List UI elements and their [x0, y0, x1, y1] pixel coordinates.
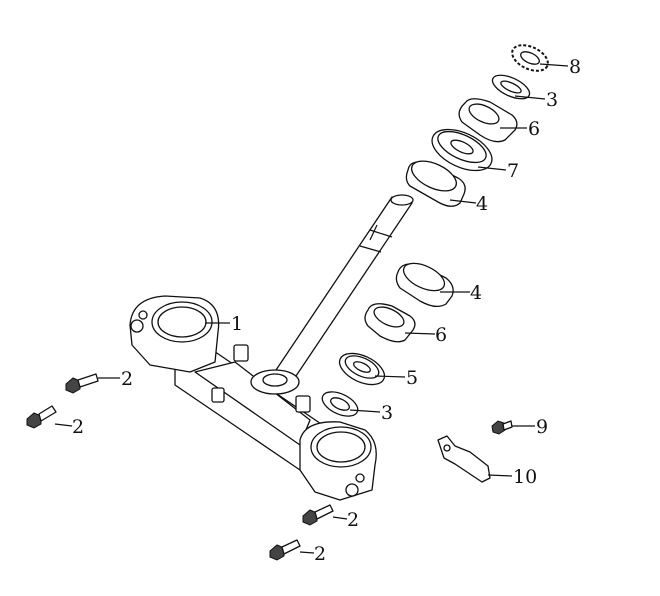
leader-lines: [54, 63, 569, 554]
callout-6-lower: 6: [435, 324, 447, 346]
callout-4-upper: 4: [476, 193, 488, 215]
callout-9: 9: [536, 416, 548, 438]
ring-nut: [511, 44, 549, 72]
callout-5: 5: [406, 367, 418, 389]
callout-7: 7: [507, 160, 519, 182]
bearing-upper: [431, 128, 493, 172]
callout-1: 1: [231, 313, 243, 335]
bolt-lower-left: [26, 405, 57, 429]
bolt-lower-middle: [302, 504, 334, 526]
callout-2-lower-middle: 2: [347, 509, 359, 531]
callout-2-upper-left: 2: [121, 368, 133, 390]
dust-seal-upper: [458, 98, 518, 143]
callout-4-lower: 4: [470, 282, 482, 304]
triple-clamp-lower: [129, 295, 377, 501]
callout-2-bottom: 2: [314, 543, 326, 565]
bolt-bottom: [269, 539, 301, 561]
callout-3-upper: 3: [546, 89, 558, 111]
small-screw: [491, 420, 513, 435]
washer-lower: [321, 391, 359, 417]
steering-stem: [271, 194, 414, 383]
race-lower: [395, 262, 454, 308]
cable-bracket: [437, 435, 491, 483]
washer-upper: [491, 74, 531, 100]
race-upper: [405, 160, 466, 207]
callout-3-lower: 3: [381, 402, 393, 424]
callout-10: 10: [513, 466, 537, 488]
callout-8: 8: [569, 56, 581, 78]
callout-labels: 1 2 2 2 2 3 3 4 4 5 6 6 7 8 9 10: [72, 56, 581, 565]
callout-6-upper: 6: [528, 118, 540, 140]
callout-2-lower-left: 2: [72, 416, 84, 438]
bearing-lower: [338, 352, 386, 386]
dust-seal-lower: [364, 303, 416, 343]
bolt-upper-left: [65, 373, 99, 394]
